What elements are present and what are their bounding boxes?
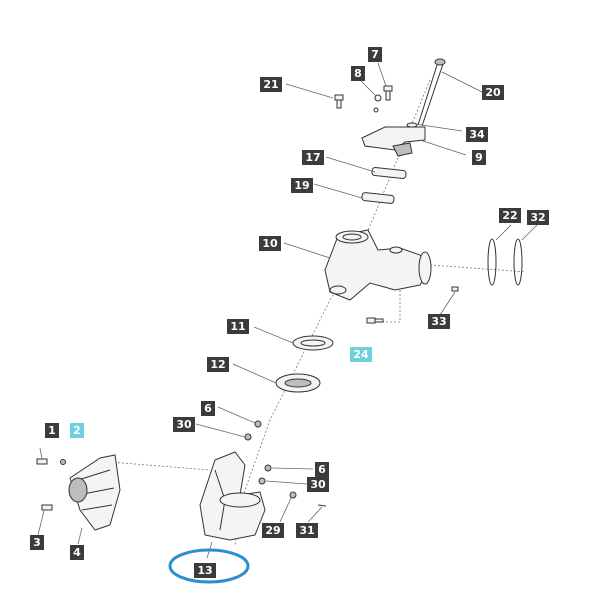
cover-axis — [109, 461, 211, 471]
part-ring-19 — [361, 192, 395, 204]
callout-17: 17 — [302, 150, 324, 165]
callout-8: 8 — [351, 66, 365, 81]
part-lower-casing — [199, 451, 266, 541]
part-oring-22 — [487, 238, 497, 286]
leader-lines — [37, 62, 538, 559]
callout-11: 11 — [227, 319, 249, 334]
callout-12: 12 — [207, 357, 229, 372]
callout-33: 33 — [428, 314, 450, 329]
part-seal-11 — [292, 335, 334, 351]
part-cover — [68, 454, 121, 531]
side-port-axis — [429, 264, 526, 273]
part-nut-6b — [264, 464, 272, 472]
assembly-axis — [234, 79, 431, 546]
callout-3: 3 — [30, 535, 44, 550]
callout-9: 9 — [472, 150, 486, 165]
part-washer-8 — [373, 94, 382, 113]
part-ring-17 — [371, 167, 407, 179]
callout-19: 19 — [291, 178, 313, 193]
callout-22: 22 — [499, 208, 521, 223]
part-bolt-24 — [366, 317, 384, 324]
part-housing — [324, 229, 432, 301]
callout-4: 4 — [70, 545, 84, 560]
bolt-axis — [370, 285, 401, 323]
part-screw-1 — [36, 458, 48, 465]
callout-21: 21 — [260, 77, 282, 92]
part-washer-30a — [244, 433, 252, 441]
callout-20: 20 — [482, 85, 504, 100]
part-screw-31 — [317, 504, 327, 507]
callout-30b: 30 — [307, 477, 329, 492]
part-bolt-21 — [334, 94, 344, 109]
highlight-ring — [168, 548, 250, 584]
callout-2: 2 — [70, 423, 84, 438]
part-bracket — [361, 122, 426, 157]
callout-24: 24 — [350, 347, 372, 362]
part-bearing-12 — [275, 373, 321, 393]
part-nut-6a — [254, 420, 262, 428]
callout-31: 31 — [296, 523, 318, 538]
part-washer-30b — [258, 477, 266, 485]
callout-10: 10 — [259, 236, 281, 251]
callout-7: 7 — [368, 47, 382, 62]
callout-6b: 6 — [315, 462, 329, 477]
part-rod — [417, 58, 446, 127]
part-bolt-7 — [383, 85, 393, 101]
callout-30a: 30 — [173, 417, 195, 432]
part-washer-2 — [60, 459, 66, 465]
callout-32: 32 — [527, 210, 549, 225]
callout-13: 13 — [194, 563, 216, 578]
part-washer-29 — [289, 491, 297, 499]
callout-1: 1 — [45, 423, 59, 438]
part-screw-3 — [41, 504, 53, 511]
part-oring-32 — [513, 238, 523, 286]
callout-29: 29 — [262, 523, 284, 538]
part-pin-33 — [451, 286, 459, 292]
callout-6a: 6 — [201, 401, 215, 416]
callout-34: 34 — [466, 127, 488, 142]
